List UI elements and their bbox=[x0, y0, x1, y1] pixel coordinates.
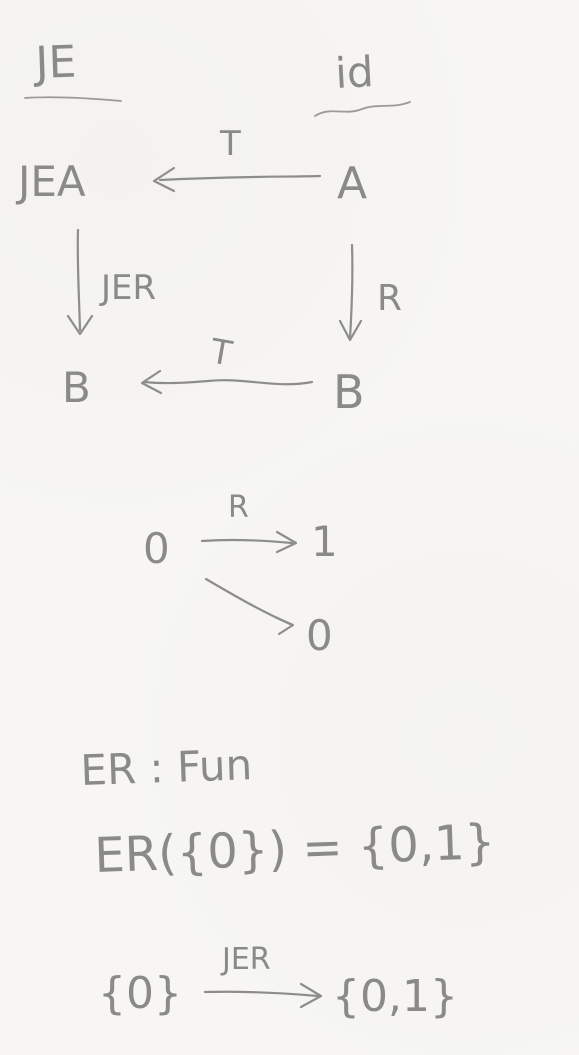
square-bottom-arrow-label: T bbox=[206, 331, 235, 374]
square-right-arrow-label: R bbox=[377, 278, 402, 319]
relation-lower-target-node: 0 bbox=[306, 611, 333, 660]
relation-upper-arrow bbox=[200, 538, 294, 545]
top-left-label: JE bbox=[32, 37, 78, 89]
square-top-arrow-label: T bbox=[219, 124, 241, 164]
square-bottom-left-node: B bbox=[62, 363, 91, 412]
top-left-underline bbox=[24, 96, 122, 102]
relation-source-node: 0 bbox=[143, 524, 170, 573]
top-right-underline bbox=[314, 101, 411, 117]
square-top-left-node: JEA bbox=[15, 157, 86, 206]
square-top-right-node: A bbox=[337, 158, 367, 209]
square-bottom-arrowhead bbox=[140, 369, 163, 395]
square-top-arrowhead bbox=[152, 166, 176, 193]
square-bottom-right-node: B bbox=[333, 365, 365, 419]
square-right-arrowhead bbox=[338, 319, 363, 342]
square-bottom-arrow bbox=[143, 379, 314, 386]
square-left-arrowhead bbox=[66, 314, 94, 336]
relation-upper-arrow-label: R bbox=[228, 490, 249, 525]
notes-line-3-left: {0} bbox=[98, 968, 182, 1019]
square-top-arrow bbox=[158, 174, 322, 182]
notes-line-2: ER({0}) = {0,1} bbox=[93, 814, 496, 884]
notes-line-1: ER : Fun bbox=[80, 740, 253, 795]
notes-line-3-arrow-label: JER bbox=[220, 942, 271, 977]
square-left-arrow bbox=[76, 228, 82, 332]
relation-upper-target-node: 1 bbox=[311, 517, 338, 566]
notes-line-3-arrow bbox=[203, 990, 320, 998]
relation-upper-arrowhead bbox=[275, 530, 298, 554]
square-left-arrow-label: JER bbox=[99, 268, 156, 308]
top-right-label: id bbox=[334, 47, 375, 98]
notes-line-3-arrowhead bbox=[299, 982, 323, 1009]
square-right-arrow bbox=[348, 243, 354, 340]
relation-lower-arrowhead bbox=[273, 615, 295, 636]
notes-line-3-right: {0,1} bbox=[332, 971, 458, 1022]
